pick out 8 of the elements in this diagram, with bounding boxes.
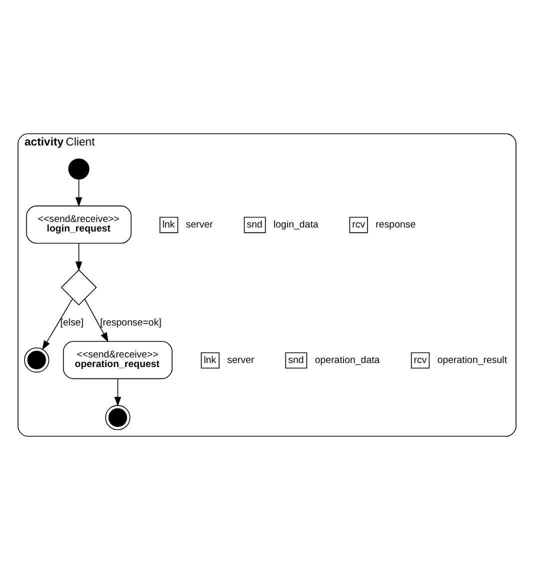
node-label: server xyxy=(227,354,254,366)
edge-label: [else] xyxy=(60,317,84,328)
node-label: response xyxy=(376,218,416,230)
node-label: operation_data xyxy=(314,354,380,366)
edge-label: [response=ok] xyxy=(100,317,162,328)
node-label: operation_result xyxy=(437,354,508,366)
node-label: login_data xyxy=(273,218,318,230)
node-label: server xyxy=(186,218,213,230)
